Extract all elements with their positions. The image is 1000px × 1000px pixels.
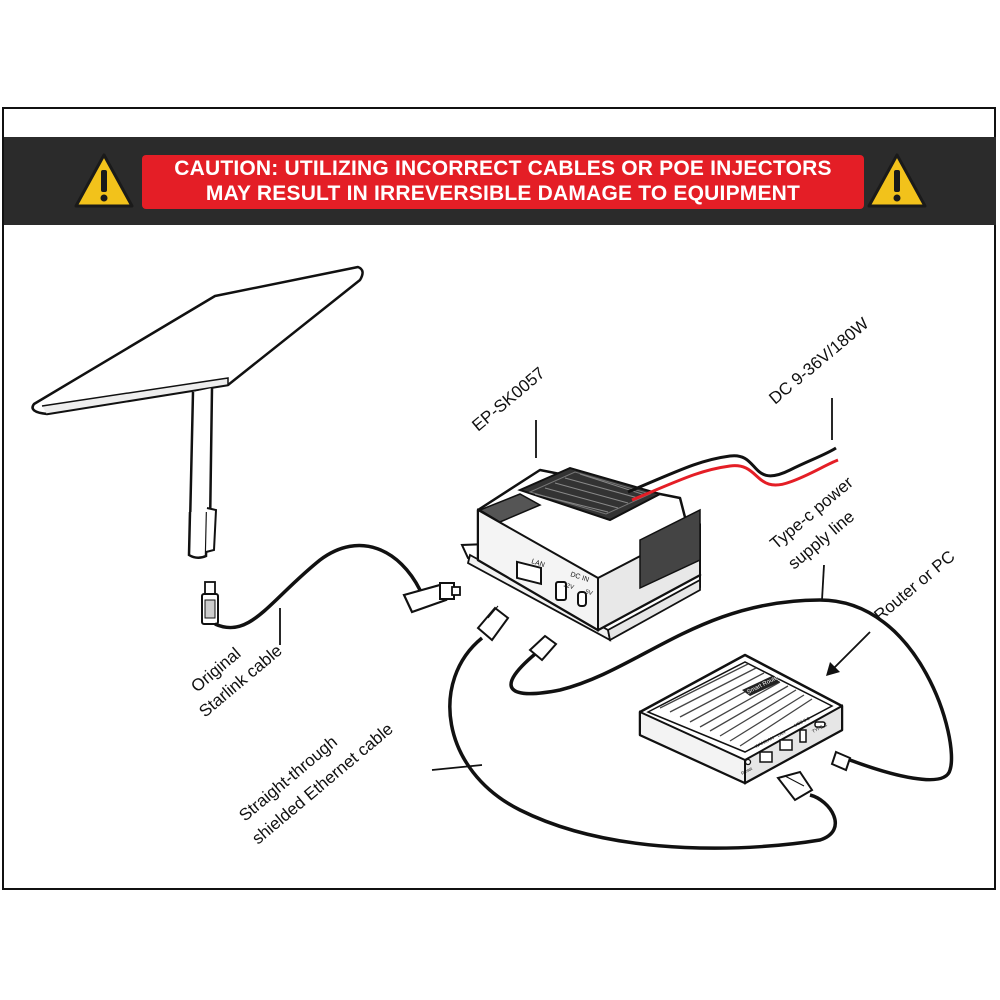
router-port-label-lan: LAN: [776, 729, 786, 737]
caution-text-line-1: CAUTION: UTILIZING INCORRECT CABLES OR P…: [174, 157, 832, 180]
caution-text-line-2: MAY RESULT IN IRREVERSIBLE DAMAGE TO EQU…: [205, 182, 801, 205]
router-or-pc-label: Router or PC: [870, 547, 958, 625]
device-port-label-5v: 5V: [584, 589, 593, 597]
typec-cable: [509, 598, 954, 782]
device-port-label-lan: LAN: [530, 558, 545, 569]
leader-typec: [821, 564, 825, 601]
leader-ethernet: [431, 764, 483, 771]
router-arrow: [826, 631, 871, 676]
power-label: DC 9-36V/180W: [765, 314, 872, 408]
ep-sk0057-device: LAN DC IN 12V 5V: [460, 466, 702, 642]
starlink-dish: [31, 265, 364, 559]
warning-icon: [867, 153, 927, 208]
ethernet-connector-device: [476, 605, 510, 642]
typec-connector-device: [528, 634, 558, 662]
ethernet-cable: [448, 636, 837, 850]
router-port-label-reset: Reset: [740, 766, 753, 776]
dc-power-wires: [627, 446, 839, 502]
starlink-connector: [201, 581, 219, 625]
ethernet-connector-router: [776, 770, 814, 802]
warning-icon: [74, 153, 134, 208]
starlink-cable: [214, 543, 422, 630]
router-or-pc: Smart Router WAN/LAN LAN USB 3.0 TYPE-C …: [638, 653, 844, 785]
typec-connector-router: [830, 750, 852, 772]
device-port-label-12v: 12V: [562, 582, 574, 591]
caution-box: [142, 155, 864, 209]
right-angle-connector: [402, 582, 461, 614]
